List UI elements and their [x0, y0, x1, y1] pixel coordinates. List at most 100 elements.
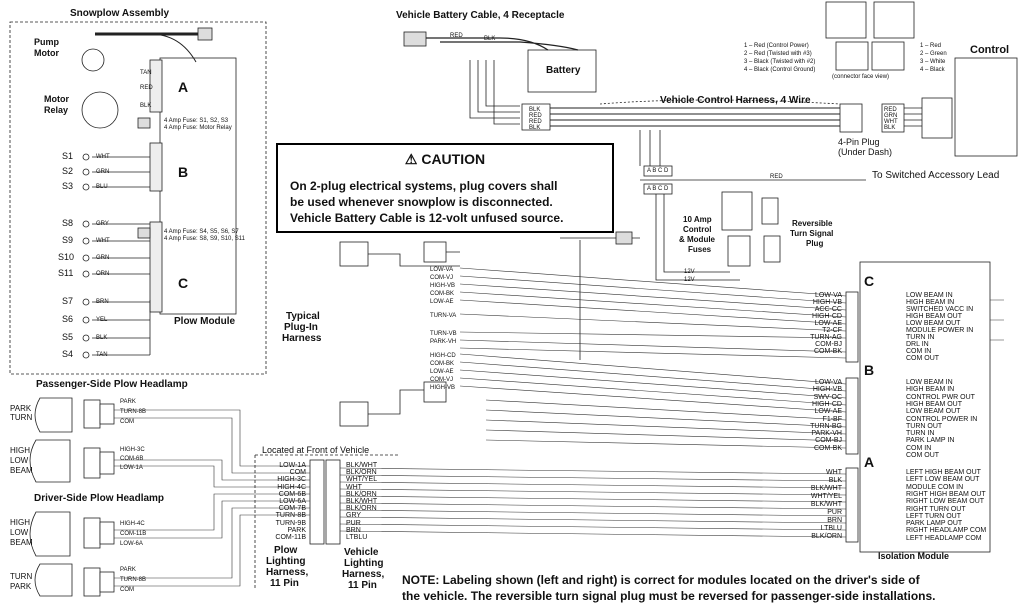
- vehicle-harness-label-10: LTBLU: [346, 534, 368, 541]
- legend-right-1: 1 – Red: [920, 43, 942, 49]
- iso-c-right-label-2: SWITCHED VACC IN: [906, 306, 974, 313]
- switched-wire-red: RED: [770, 174, 783, 180]
- iso-c-right-label-9: COM OUT: [906, 355, 940, 362]
- iso-c-left-label-1: HIGH-VB: [812, 299, 842, 306]
- iso-b-right-label-8: PARK LAMP IN: [906, 437, 955, 445]
- battery-box: [527, 49, 597, 93]
- legend-left-2: 2 – Red (Twisted with #3): [744, 51, 812, 57]
- isolation-module-label: Isolation Module: [878, 551, 949, 561]
- iso-a-right-label-4: RIGHT LOW BEAM OUT: [906, 498, 985, 506]
- veh-lighting-1: Vehicle: [344, 547, 379, 558]
- harness-left-3: BLK: [529, 125, 541, 131]
- iso-c-right-label-4: LOW BEAM OUT: [906, 320, 961, 327]
- iso-c-left-label-8: COM-BK: [814, 348, 842, 355]
- iso-a-left-label-6: BRN: [827, 517, 842, 524]
- plow-harness-label-7: TURN-8B: [275, 512, 306, 520]
- iso-c-left-label-2: ACC-CC: [814, 306, 842, 313]
- iso-b-right-label-6: TURN OUT: [906, 422, 943, 430]
- vehicle-control-harness-title: Vehicle Control Harness, 4 Wire: [660, 95, 811, 106]
- iso-c-left-label-3: HIGH-CD: [812, 313, 842, 320]
- fuse-1a: 4 Amp Fuse: S1, S2, S3: [164, 118, 229, 124]
- iso-c-left-label-4: LOW-AE: [814, 320, 843, 327]
- solenoid-s5: S5: [62, 332, 74, 342]
- pih-top-2: HIGH-VB: [430, 283, 456, 289]
- vehicle-harness-label-7: GRY: [346, 512, 362, 520]
- harness-right-2: WHT: [884, 119, 898, 125]
- iso-a-left-label-5: PUR: [827, 509, 842, 516]
- solenoid-s2: S2: [62, 166, 74, 176]
- vehicle-harness-label-3: WHT: [346, 483, 362, 491]
- iso-c-left-label-0: LOW-VA: [815, 292, 842, 299]
- vehicle-harness-label-9: BRN: [346, 526, 361, 534]
- pih-top-3: COM-BK: [430, 291, 454, 297]
- vehicle-harness-label-4: BLK/ORN: [346, 490, 377, 498]
- pih-top-5: TURN-VA: [430, 313, 457, 319]
- note-line-2: the vehicle. The reversible turn signal …: [402, 589, 936, 603]
- drv-turn-label: TURN: [10, 572, 33, 581]
- iso-b-left-label-4: LOW-AE: [814, 408, 843, 416]
- twelve-v-2: 12V: [684, 277, 695, 283]
- twelve-v-1: 12V: [684, 269, 695, 275]
- solenoid-s11-wire: ORN: [96, 271, 110, 277]
- harness-left-0: BLK: [529, 107, 541, 113]
- pass-turn-label: TURN: [10, 413, 33, 422]
- relay-label: Relay: [44, 105, 69, 115]
- passenger-head-lamp: [29, 439, 71, 483]
- iso-a-left-label-1: BLK: [828, 477, 842, 484]
- iso-a-left-label-4: BLK/WHT: [810, 501, 842, 508]
- pass-low-label: LOW: [10, 456, 29, 465]
- plow-harness-label-5: LOW-6A: [279, 498, 306, 505]
- legend-left-3: 3 – Black (Twisted with #2): [744, 59, 816, 65]
- reversible-label-3: Plug: [806, 239, 824, 248]
- typical-label-3: Harness: [282, 333, 322, 344]
- note-line-1: NOTE: Labeling shown (left and right) is…: [402, 573, 920, 587]
- driver-headlamp-title: Driver-Side Plow Headlamp: [34, 493, 165, 504]
- caution-line-1: On 2-plug electrical systems, plug cover…: [290, 179, 558, 193]
- pih-bot-1: COM-BK: [430, 361, 454, 367]
- driver-park-lamp: [34, 563, 73, 597]
- motor-relay-symbol: [81, 91, 119, 129]
- iso-c-left-label-5: T2-CF: [822, 327, 842, 334]
- solenoid-s5-wire: BLK: [96, 335, 108, 341]
- reversible-label-2: Turn Signal: [790, 229, 834, 238]
- drv-wire-high: HIGH-4C: [120, 521, 145, 527]
- harness-left-1: RED: [529, 113, 542, 119]
- pih-top-1: COM-VJ: [430, 275, 453, 281]
- plow-lighting-2: Lighting: [266, 556, 306, 567]
- pass-high-label: HIGH: [10, 446, 30, 455]
- iso-c-left-label-7: COM-BJ: [815, 341, 842, 348]
- iso-b-left-label-7: PARK-VH: [811, 430, 842, 438]
- iso-c-right-label-5: MODULE POWER IN: [906, 327, 974, 334]
- solenoid-s4: S4: [62, 349, 74, 359]
- control-title: Control: [970, 44, 1010, 56]
- pih-bot-0: HIGH-CD: [430, 353, 456, 359]
- plow-harness-label-1: COM: [289, 469, 306, 477]
- pih-top-4: LOW-AE: [430, 299, 454, 305]
- drv-beam-label: BEAM: [10, 538, 33, 547]
- caution-box: ⚠ CAUTION On 2-plug electrical systems, …: [276, 143, 614, 233]
- legend-right-2: 2 – Green: [920, 51, 947, 57]
- fuse-plug-letters-top: A B C D: [647, 168, 669, 174]
- pih-top-0: LOW-VA: [430, 267, 454, 273]
- battery-label: Battery: [546, 65, 581, 76]
- reversible-label-1: Reversible: [792, 219, 833, 228]
- iso-b-right-label-7: TURN IN: [906, 430, 935, 438]
- drv-wire-com: COM-11B: [120, 531, 147, 537]
- harness-left-2: RED: [529, 119, 542, 125]
- vehicle-harness-label-0: BLK/WHT: [346, 462, 378, 469]
- iso-a-left-label-2: BLK/WHT: [810, 485, 842, 492]
- iso-b-right-label-9: COM IN: [906, 444, 932, 452]
- harness-right-3: BLK: [884, 125, 896, 131]
- pass-wire-high: HIGH-3C: [120, 447, 145, 453]
- solenoid-s9: S9: [62, 235, 74, 245]
- iso-b-right-label-0: LOW BEAM IN: [906, 379, 953, 386]
- solenoid-s10-wire: GRN: [96, 255, 110, 261]
- fuse-2a: 4 Amp Fuse: S4, S5, S6, S7: [164, 229, 239, 235]
- iso-a-left-label-7: LTBLU: [820, 525, 842, 532]
- motor-label: Motor: [34, 48, 59, 58]
- plow-a-wire-red: RED: [140, 85, 153, 91]
- isolation-module-box: [859, 261, 991, 553]
- iso-b-right-label-1: HIGH BEAM IN: [906, 386, 955, 394]
- pass-wire-turn: TURN-8B: [120, 409, 147, 415]
